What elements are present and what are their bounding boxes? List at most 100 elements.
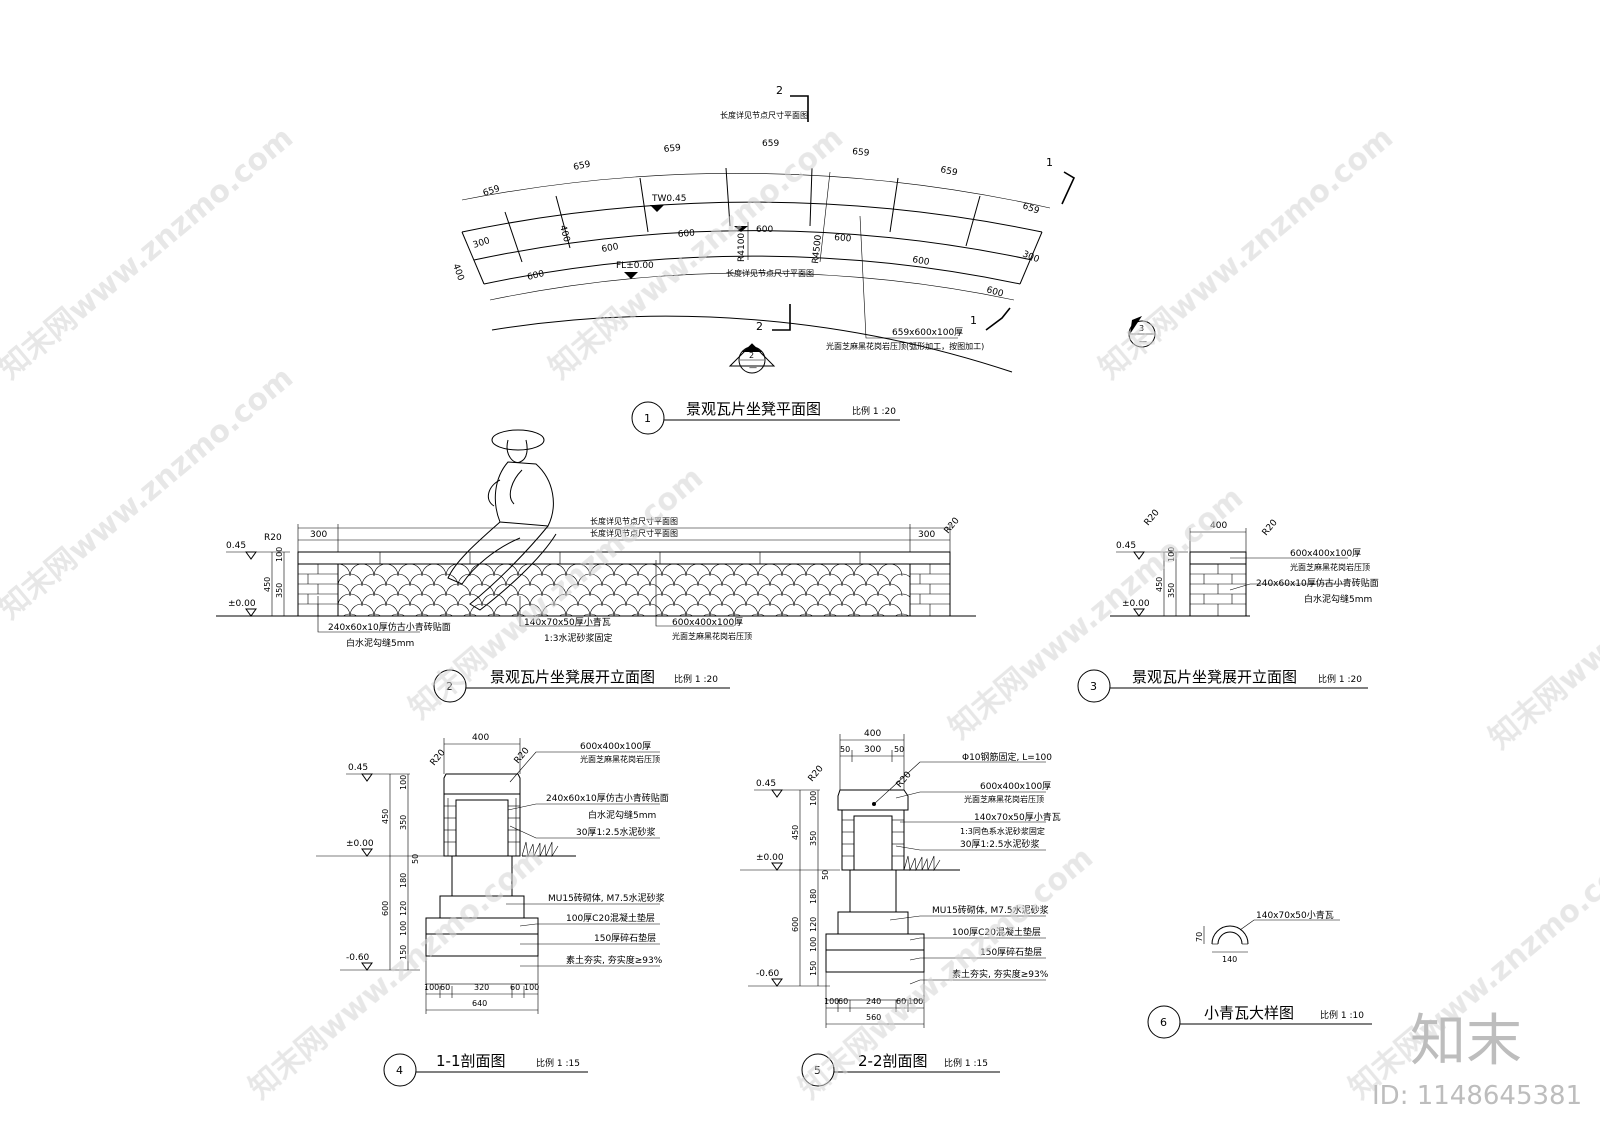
- svg-text:景观瓦片坐凳展开立面图: 景观瓦片坐凳展开立面图: [1132, 668, 1297, 686]
- tile-scale: [510, 613, 526, 616]
- tile-scale: [661, 583, 687, 597]
- tile-scale: [577, 573, 603, 587]
- svg-text:长度详见节点尺寸平面图: 长度详见节点尺寸平面图: [590, 516, 678, 526]
- tile-scale: [582, 613, 598, 616]
- svg-text:3: 3: [1090, 680, 1097, 693]
- svg-text:100: 100: [399, 921, 408, 936]
- plan-outer-arc: [461, 201, 1043, 233]
- dim-300: 300: [1021, 250, 1041, 266]
- view-title-5: 5 2-2剖面图 比例 1 :15: [801, 1052, 1000, 1087]
- tile-scale: [373, 564, 399, 577]
- dim-659: 659: [573, 160, 592, 173]
- svg-text:0.45: 0.45: [348, 763, 368, 773]
- view-title-1: 1 景观瓦片坐凳平面图 比例 1 :20: [631, 400, 900, 435]
- tile-scale: [870, 613, 886, 616]
- svg-text:400: 400: [864, 729, 881, 739]
- svg-text:180: 180: [399, 873, 408, 888]
- dim-400: 400: [557, 224, 571, 243]
- index-symbol-3: 3 —: [1128, 316, 1156, 348]
- tile-scale: [517, 564, 543, 577]
- svg-text:350: 350: [1167, 583, 1176, 598]
- tile-scale: [553, 593, 579, 607]
- svg-text:1: 1: [644, 412, 651, 425]
- dim-659: 659: [762, 139, 779, 149]
- svg-text:600x400x100厚: 600x400x100厚: [1290, 548, 1361, 559]
- svg-text:140x70x50厚小青瓦: 140x70x50厚小青瓦: [524, 616, 611, 628]
- tile-scale: [774, 613, 790, 616]
- tile-scale: [781, 603, 807, 616]
- tile-scale: [493, 603, 519, 616]
- tile-scale: [793, 593, 819, 607]
- tile-scale: [517, 583, 543, 597]
- tile-scale: [445, 564, 471, 577]
- tile-scale: [733, 564, 759, 577]
- svg-text:600x400x100厚: 600x400x100厚: [672, 617, 743, 628]
- svg-text:R20: R20: [264, 533, 282, 543]
- svg-text:素土夯实, 夯实度≥93%: 素土夯实, 夯实度≥93%: [952, 968, 1049, 980]
- tile-scale: [366, 613, 382, 616]
- tile-scale: [349, 603, 375, 616]
- svg-text:2-2剖面图: 2-2剖面图: [858, 1052, 928, 1070]
- section-mark-2-bottom: [772, 304, 791, 331]
- svg-text:640: 640: [472, 999, 487, 1008]
- svg-text:30厚1:2.5水泥砂浆: 30厚1:2.5水泥砂浆: [576, 826, 656, 838]
- dim-600: 600: [526, 269, 545, 283]
- svg-text:300: 300: [310, 530, 327, 540]
- tile-scale: [469, 564, 495, 577]
- svg-text:60: 60: [896, 997, 906, 1006]
- svg-text:景观瓦片坐凳展开立面图: 景观瓦片坐凳展开立面图: [490, 668, 655, 686]
- tile-scale: [481, 573, 507, 587]
- svg-text:素土夯实, 夯实度≥93%: 素土夯实, 夯实度≥93%: [566, 954, 663, 966]
- view-title-2: 2 景观瓦片坐凳展开立面图 比例 1 :20: [433, 668, 730, 703]
- svg-text:50: 50: [821, 870, 830, 880]
- svg-text:白水泥勾缝5mm: 白水泥勾缝5mm: [588, 809, 656, 821]
- tile-scale: [462, 613, 478, 616]
- tile-scale: [865, 573, 891, 587]
- tile-scale: [373, 583, 399, 597]
- tile-scale: [853, 603, 879, 616]
- svg-text:350: 350: [809, 831, 818, 846]
- svg-text:400: 400: [472, 733, 489, 743]
- tile-scale: [409, 593, 435, 607]
- tile-scale: [601, 573, 627, 587]
- tile-scale: [342, 613, 358, 616]
- plan-ground-arc: [491, 315, 1013, 373]
- tile-scale: [338, 573, 363, 587]
- tile-scale: [829, 603, 855, 616]
- tile-scale: [702, 613, 718, 616]
- tile-scale: [781, 583, 807, 597]
- plan-note-bottom: 长度详见节点尺寸平面图: [726, 268, 814, 278]
- tile-scale: [606, 613, 622, 616]
- tile-scale: [846, 613, 862, 616]
- tile-scale: [817, 573, 843, 587]
- dim-659: 659: [482, 184, 502, 199]
- section-label-1-top: 1: [1046, 156, 1053, 169]
- tile-scale: [726, 613, 742, 616]
- svg-text:320: 320: [474, 983, 489, 992]
- svg-text:小青瓦大样图: 小青瓦大样图: [1204, 1004, 1294, 1022]
- svg-text:100: 100: [424, 983, 439, 992]
- radius-line-4500: [819, 171, 831, 263]
- svg-text:140x70x50小青瓦: 140x70x50小青瓦: [1256, 909, 1334, 921]
- tile-scale: [529, 593, 555, 607]
- tile-scale: [757, 564, 783, 577]
- view-title-4: 4 1-1剖面图 比例 1 :15: [383, 1052, 588, 1087]
- svg-text:350: 350: [399, 815, 408, 830]
- svg-text:100: 100: [1167, 547, 1176, 562]
- svg-text:R20: R20: [429, 748, 448, 768]
- tile-scale: [338, 583, 351, 597]
- plan-segment-lines: [461, 167, 1043, 285]
- svg-text:2: 2: [446, 680, 453, 693]
- tile-scale: [445, 583, 471, 597]
- tile-scale: [733, 603, 759, 616]
- tile-scale: [361, 593, 387, 607]
- svg-text:100: 100: [908, 997, 923, 1006]
- plan-tile-note: 光面芝麻黑花岗岩压顶(弧形加工，按图加工): [826, 341, 984, 351]
- tile-scale: [613, 603, 639, 616]
- tile-scale: [577, 593, 603, 607]
- svg-text:50: 50: [411, 854, 420, 864]
- svg-text:2: 2: [749, 351, 754, 360]
- tile-scale: [469, 583, 495, 597]
- tile-scale: [409, 573, 435, 587]
- svg-text:140x70x50厚小青瓦: 140x70x50厚小青瓦: [974, 811, 1061, 823]
